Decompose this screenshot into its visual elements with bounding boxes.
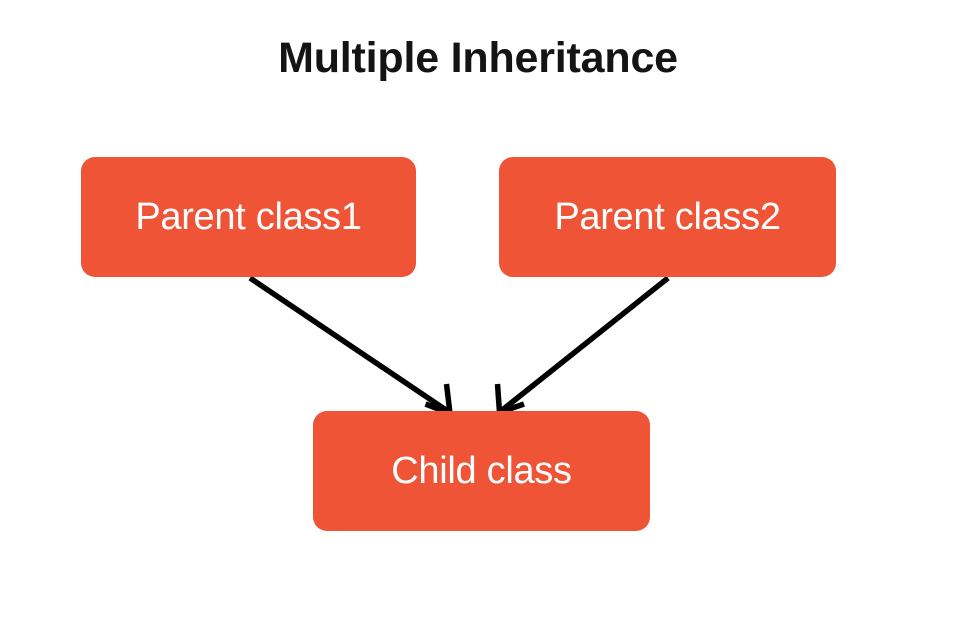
node-parent-class-2-label: Parent class2 (554, 196, 781, 238)
edge-parent2-child (494, 275, 670, 417)
page-title: Multiple Inheritance (278, 34, 678, 82)
edge-parent1-child (248, 275, 454, 418)
node-child-class-label: Child class (391, 450, 572, 492)
node-parent-class-1[interactable]: Parent class1 (81, 157, 416, 277)
node-parent-class-1-label: Parent class1 (135, 196, 362, 238)
node-child-class[interactable]: Child class (313, 411, 650, 531)
node-parent-class-2[interactable]: Parent class2 (499, 157, 836, 277)
